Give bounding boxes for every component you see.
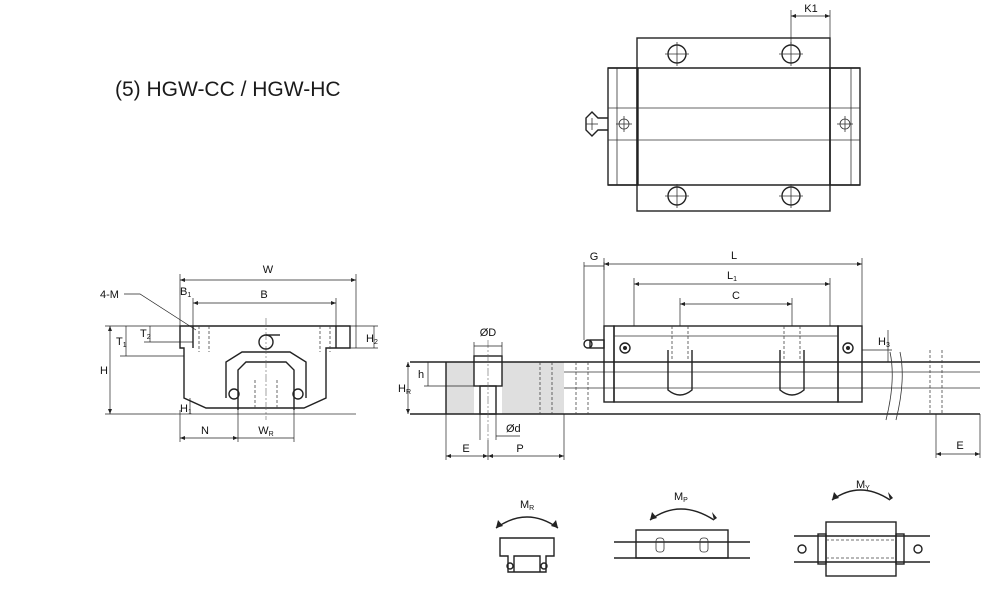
- label-mp: MP: [674, 491, 688, 504]
- side-view: L L1 C G H3 E: [539, 250, 981, 458]
- label-n: N: [201, 425, 209, 437]
- label-l: L: [731, 250, 737, 262]
- moment-mp-icon: MP: [614, 491, 750, 559]
- label-t1: T1: [116, 336, 127, 349]
- side-slot-left: [667, 350, 693, 396]
- label-h2: H2: [366, 333, 378, 346]
- top-endcap-screw-right: [837, 116, 853, 132]
- label-h-small: h: [418, 369, 424, 381]
- rail-break-mark: [885, 351, 903, 421]
- top-endcap-screw-left: [616, 116, 632, 132]
- moment-my-icon: MY: [794, 479, 930, 577]
- front-ball-left: [228, 388, 240, 400]
- label-t2: T2: [140, 328, 151, 341]
- label-od: ØD: [480, 327, 497, 339]
- side-end-cap-left: [603, 325, 615, 403]
- label-h3: H3: [878, 336, 890, 349]
- label-c: C: [732, 290, 740, 302]
- label-hr: HR: [398, 383, 411, 396]
- rail-section-shade: [446, 362, 564, 414]
- top-mount-hole-2: [779, 42, 803, 66]
- page-title: (5) HGW-CC / HGW-HC: [115, 78, 341, 101]
- top-mount-hole-4: [779, 184, 803, 208]
- rail-section-view: ØD h HR Ød E P: [398, 327, 565, 460]
- label-wr: WR: [258, 425, 273, 438]
- label-e-right: E: [956, 440, 963, 452]
- front-ball-right: [292, 388, 304, 400]
- moment-mr-icon: MR: [495, 499, 559, 573]
- label-4m: 4-M: [100, 289, 119, 301]
- label-p: P: [516, 443, 523, 455]
- top-mount-hole-1: [665, 42, 689, 66]
- label-d-small: Ød: [506, 423, 521, 435]
- grease-nipple-top: [585, 111, 608, 137]
- label-l1: L1: [727, 270, 737, 283]
- label-my: MY: [856, 479, 870, 492]
- label-h: H: [100, 365, 108, 377]
- front-view: W B B1 4-M H T1 T2 H1 H2: [100, 264, 378, 442]
- side-slot-right: [779, 350, 805, 396]
- grease-nipple-side: [583, 339, 605, 349]
- side-screw-left: [619, 342, 631, 354]
- label-g: G: [590, 251, 599, 263]
- label-e-left: E: [462, 443, 469, 455]
- side-screw-right: [842, 342, 854, 354]
- front-block-outline: [179, 325, 351, 409]
- side-end-cap-right: [837, 325, 863, 403]
- label-b1: B1: [180, 286, 191, 299]
- top-end-cap-left: [607, 67, 639, 186]
- label-w: W: [263, 264, 274, 276]
- label-mr: MR: [520, 499, 534, 512]
- top-view: K1: [585, 3, 861, 212]
- label-b: B: [260, 289, 267, 301]
- label-k1: K1: [804, 3, 817, 15]
- label-h1: H1: [180, 403, 192, 416]
- top-mount-hole-3: [665, 184, 689, 208]
